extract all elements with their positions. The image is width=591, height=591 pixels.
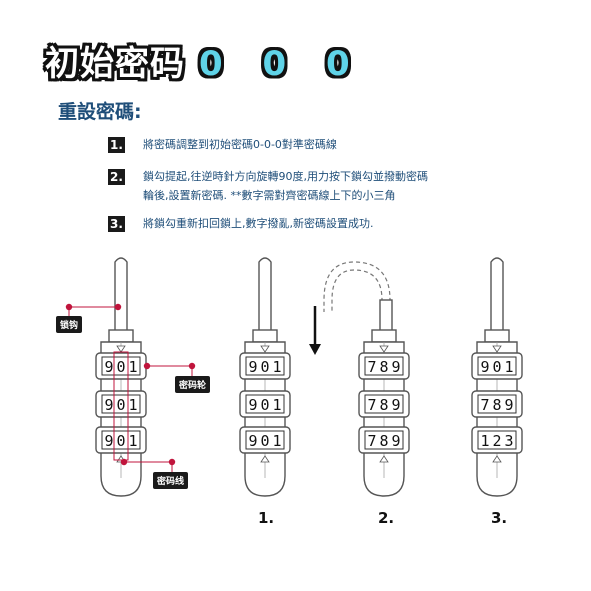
title-text: 初始密码 — [45, 44, 185, 84]
wheel-digit: 1 — [128, 432, 137, 450]
code-line-highlight — [113, 351, 129, 461]
step-2-line-2: 輪後,設置新密碼. **數字需對齊密碼線上下的小三角 — [143, 189, 396, 202]
reset-heading: 重設密碼: — [58, 101, 142, 123]
collar — [108, 329, 134, 343]
line-callout: 密码线 — [153, 472, 189, 489]
wheel-digit: 1 — [128, 358, 137, 376]
wheel-window — [245, 430, 285, 450]
step-2: 2. 鎖勾提起,往逆時針方向旋轉90度,用力按下鎖勾並撥動密碼 輪後,設置新密碼… — [108, 169, 428, 205]
triangle-top — [379, 345, 389, 353]
wheel-window — [477, 394, 517, 414]
collar — [371, 329, 397, 343]
wheel-digit: 9 — [391, 358, 400, 376]
wheel-digit: 0 — [260, 358, 269, 376]
wheel-digit: 1 — [480, 432, 489, 450]
wheel-digit: 8 — [379, 396, 388, 414]
wheel-window — [245, 394, 285, 414]
wheel-digit: 9 — [248, 432, 257, 450]
step-3-number: 3. — [108, 216, 125, 232]
figure-label-2: 2. — [378, 509, 395, 527]
step-1-number: 1. — [108, 137, 125, 153]
wheel-digit: 0 — [116, 432, 125, 450]
triangle-bottom — [260, 455, 270, 463]
collar — [484, 329, 510, 343]
wheel-digit: 9 — [248, 358, 257, 376]
step-3: 3. 將鎖勾重新扣回鎖上,數字撥亂,新密碼設置成功. — [108, 216, 374, 233]
wheel-digit: 1 — [128, 396, 137, 414]
wheel-digit: 0 — [260, 396, 269, 414]
wheel-digit: 1 — [272, 358, 281, 376]
shackle-outline — [323, 261, 391, 330]
wheel-window — [101, 394, 141, 414]
wheel-dot — [143, 362, 151, 370]
page-title: 初始密码 0 0 0 — [45, 36, 364, 85]
wheel-digit: 9 — [504, 396, 513, 414]
triangle-bottom — [492, 455, 502, 463]
wheel-digit: 8 — [492, 396, 501, 414]
wheel-digit: 1 — [272, 432, 281, 450]
wheel-digit: 9 — [391, 396, 400, 414]
wheel-callout: 密码轮 — [175, 376, 211, 393]
wheel-digit: 7 — [367, 396, 376, 414]
wheel-window — [245, 356, 285, 376]
triangle-bottom — [379, 455, 389, 463]
wheel-digit: 9 — [104, 432, 113, 450]
wheel-digit: 9 — [391, 432, 400, 450]
wheel-window — [364, 394, 404, 414]
wheel-window — [101, 356, 141, 376]
wheel-digit: 7 — [367, 432, 376, 450]
wheel-digit: 9 — [104, 358, 113, 376]
step-2-number: 2. — [108, 169, 125, 185]
wheel-digit: 0 — [116, 358, 125, 376]
step-2-line-1: 鎖勾提起,往逆時針方向旋轉90度,用力按下鎖勾並撥動密碼 — [143, 170, 428, 183]
collar — [252, 329, 278, 343]
wheel-digit: 7 — [367, 358, 376, 376]
wheel-window — [101, 430, 141, 450]
shackle — [258, 257, 272, 335]
wheel-digit: 9 — [480, 358, 489, 376]
triangle-top — [260, 345, 270, 353]
figure-label-1: 1. — [258, 509, 275, 527]
figure-label-3: 3. — [491, 509, 508, 527]
wheel-digit: 1 — [272, 396, 281, 414]
triangle-top — [492, 345, 502, 353]
wheel-window — [364, 430, 404, 450]
wheel-digit: 8 — [379, 358, 388, 376]
wheel-window — [364, 356, 404, 376]
step-1: 1. 將密碼調整到初始密碼0-0-0對準密碼線 — [108, 137, 337, 154]
step-3-line-1: 將鎖勾重新扣回鎖上,數字撥亂,新密碼設置成功. — [143, 217, 374, 230]
hook-dot-end — [114, 303, 122, 311]
wheel-digit: 8 — [379, 432, 388, 450]
hook-callout: 锁钩 — [56, 316, 83, 333]
shackle — [114, 257, 128, 335]
shackle — [490, 257, 504, 335]
wheel-digit: 7 — [480, 396, 489, 414]
wheel-digit: 0 — [260, 432, 269, 450]
triangle-top — [116, 345, 126, 353]
line-dot — [120, 458, 128, 466]
wheel-digit: 2 — [492, 432, 501, 450]
wheel-digit: 9 — [248, 396, 257, 414]
wheel-window — [477, 430, 517, 450]
step-1-line-1: 將密碼調整到初始密碼0-0-0對準密碼線 — [143, 138, 337, 151]
wheel-digit: 9 — [104, 396, 113, 414]
wheel-digit: 0 — [492, 358, 501, 376]
initial-code: 0 0 0 — [199, 44, 364, 84]
wheel-digit: 1 — [504, 358, 513, 376]
shackle-outline-inner — [331, 269, 383, 330]
wheel-digit: 3 — [504, 432, 513, 450]
down-arrow-head — [309, 344, 321, 355]
wheel-digit: 0 — [116, 396, 125, 414]
wheel-window — [477, 356, 517, 376]
